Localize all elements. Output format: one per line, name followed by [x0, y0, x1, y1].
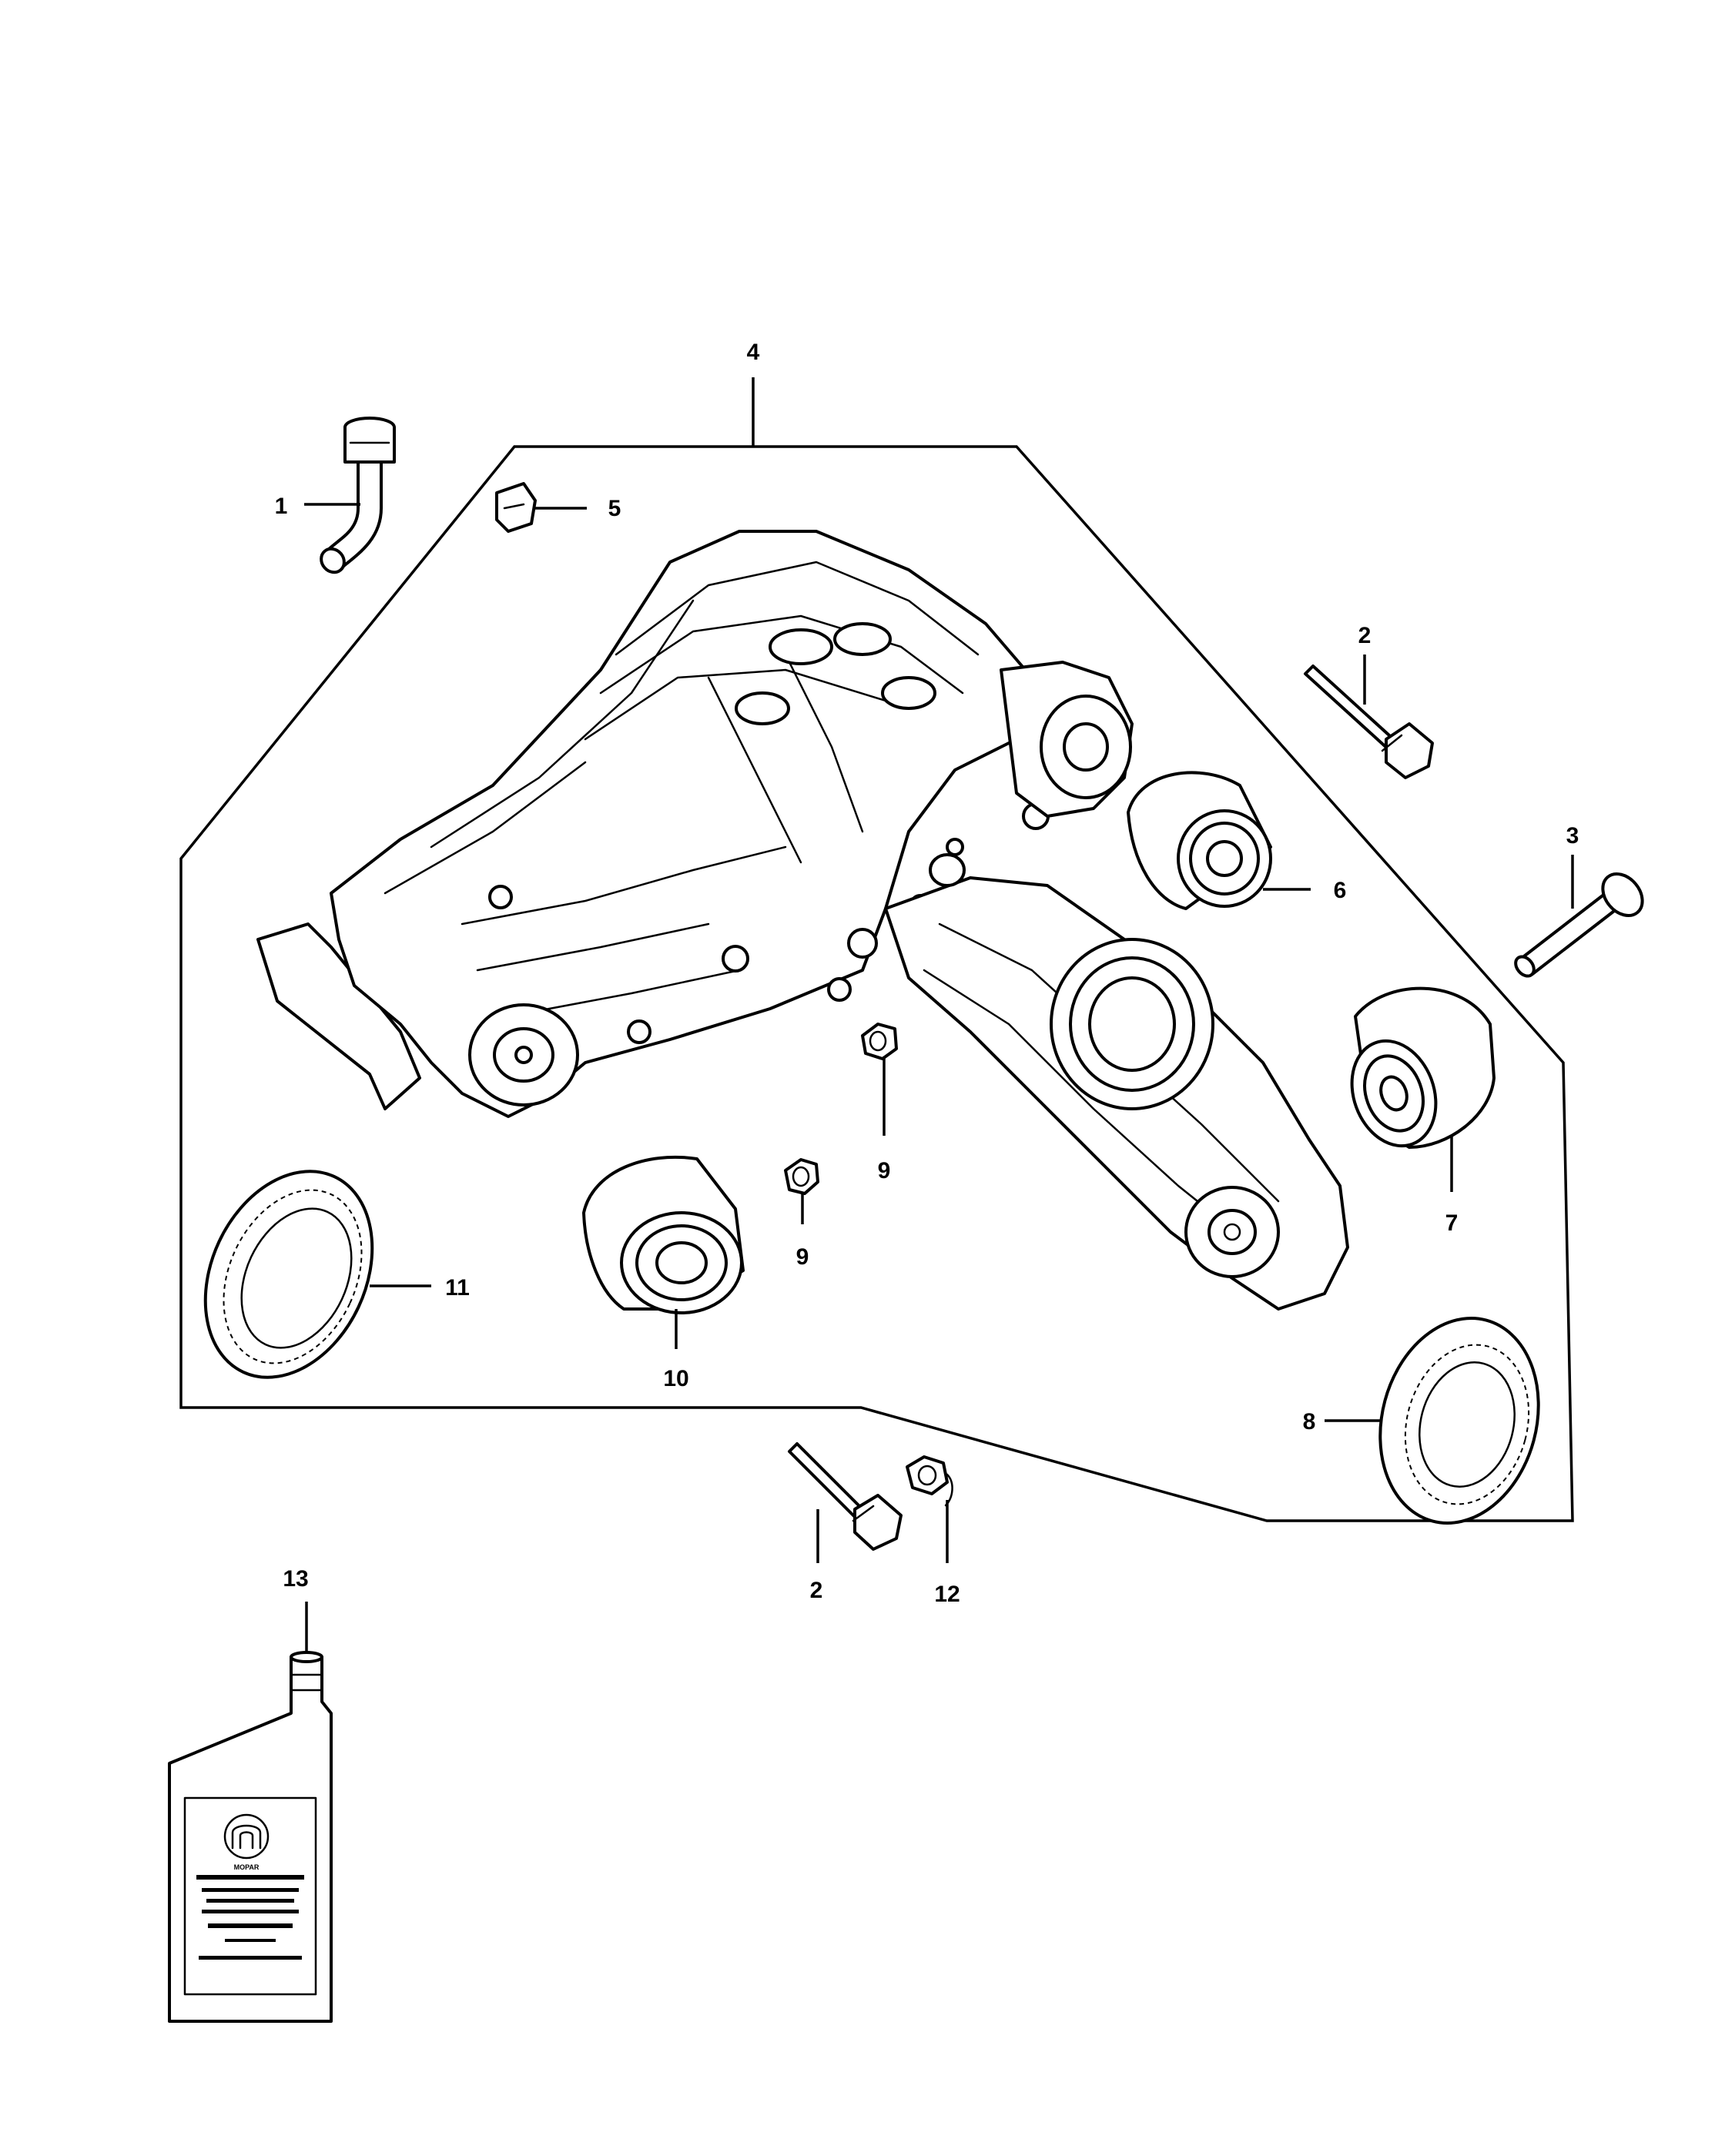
differential-housing: [256, 530, 1349, 1311]
lubricant-bottle: [168, 1651, 333, 2023]
vent-hose: [320, 417, 396, 574]
bushing-6: [1127, 771, 1272, 910]
clip: [495, 482, 537, 533]
callout-2-upper: 2: [1358, 623, 1372, 648]
bolt-upper: [1304, 665, 1434, 779]
callout-11: 11: [445, 1275, 470, 1301]
callout-9-upper: 9: [878, 1158, 891, 1183]
callout-9-lower: 9: [796, 1244, 809, 1270]
callout-2-lower: 2: [810, 1578, 823, 1603]
bottle-brand: MOPAR: [234, 1863, 260, 1871]
callout-13: 13: [283, 1566, 308, 1592]
callout-7: 7: [1445, 1210, 1459, 1236]
assembly-boundary: [179, 445, 1574, 1522]
callout-3: 3: [1566, 823, 1579, 849]
bolt-long: [1514, 872, 1644, 978]
callout-6: 6: [1334, 878, 1347, 903]
nut-9a: [784, 1158, 819, 1195]
callout-8: 8: [1303, 1409, 1316, 1435]
nut-9b: [861, 1023, 898, 1060]
bolt-lower: [788, 1442, 903, 1551]
bushing-10: [582, 1155, 745, 1314]
callout-12: 12: [934, 1582, 960, 1607]
callout-4: 4: [747, 340, 760, 365]
nut-12: [906, 1455, 953, 1507]
bushing-7: [1350, 986, 1496, 1149]
seal-disc: [1378, 1317, 1540, 1525]
callout-5: 5: [608, 496, 621, 521]
axle-seal: [203, 1170, 374, 1379]
callout-1: 1: [275, 494, 288, 519]
callout-10: 10: [663, 1366, 688, 1391]
